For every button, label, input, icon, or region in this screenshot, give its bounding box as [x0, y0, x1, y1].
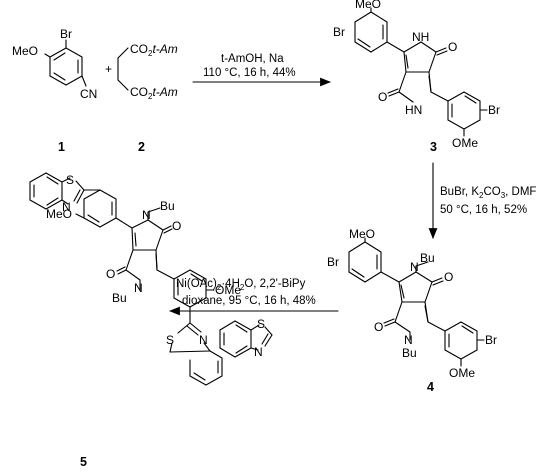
c4-o-top: O — [444, 270, 453, 284]
c5-n-top: N — [62, 200, 71, 214]
c2-label: 2 — [138, 140, 145, 154]
c3-br-top: Br — [333, 25, 345, 39]
step2-cond-line1: BuBr, K2CO3, DMF — [440, 186, 536, 200]
c3-br-bottom: Br — [488, 103, 500, 117]
step1-cond-line2: 110 °C, 16 h, 44% — [203, 67, 296, 79]
reagent-n: N — [254, 345, 263, 359]
plus-sign: + — [105, 62, 112, 76]
c5-meo: MeO — [46, 207, 72, 221]
c4-br-bottom: Br — [485, 333, 497, 347]
c3-label: 3 — [430, 140, 437, 154]
c5-o-left: O — [106, 267, 115, 281]
c5-s-bottom: S — [166, 333, 174, 347]
c4-bu-top: Bu — [420, 251, 435, 265]
c4-bu-bottom: Bu — [402, 346, 417, 360]
c5-bu-lower: Bu — [112, 291, 127, 305]
c5-n-bottom: N — [199, 333, 208, 347]
c3-o-bottom: O — [378, 90, 387, 104]
c3-nh-top: NH — [412, 30, 429, 44]
c5-o-right: O — [172, 219, 181, 233]
c1-cn: CN — [80, 87, 97, 101]
compound-3: MeO Br NH O O HN Br OMe 3 — [333, 0, 500, 154]
c4-label: 4 — [427, 380, 434, 394]
c3-ome: OMe — [452, 136, 478, 150]
c5-s-top: S — [66, 173, 74, 187]
reagent-s: S — [257, 317, 265, 331]
c1-label: 1 — [58, 140, 65, 154]
c3-meo: MeO — [355, 0, 381, 11]
compound-1: Br MeO CN 1 — [12, 27, 97, 154]
compound-4: MeO Br N Bu O O N Bu Br OMe 4 — [327, 227, 497, 394]
step3-cond-line2: dioxane, 95 °C, 16 h, 48% — [182, 295, 316, 307]
compound-2: CO2t-Am CO2t-Am 2 — [117, 42, 178, 154]
c4-n-bottom: N — [404, 333, 413, 347]
c5-bu-upper: Bu — [160, 199, 175, 213]
c5-n-upper: N — [142, 208, 151, 222]
c4-n-top: N — [410, 260, 419, 274]
c1-meo: MeO — [12, 44, 38, 58]
step2-cond-line2: 50 °C, 16 h, 52% — [440, 204, 527, 216]
step1-cond-line1: t-AmOH, Na — [221, 53, 284, 65]
c5-n-lower: N — [134, 281, 143, 295]
reaction-arrow-step3: Ni(OAc)2·4H2O, 2,2'-BiPy dioxane, 95 °C,… — [168, 278, 339, 359]
reaction-arrow-step2: BuBr, K2CO3, DMF 50 °C, 16 h, 52% — [428, 162, 536, 240]
benzothiazole-reagent: S N — [219, 317, 273, 359]
c4-o-bottom: O — [374, 320, 383, 334]
c2-ester-top: CO2t-Am — [130, 42, 178, 58]
c5-label: 5 — [80, 455, 87, 469]
c4-br-top: Br — [327, 255, 339, 269]
c5-ome: OMe — [215, 283, 241, 297]
step3-cond-line1: Ni(OAc)2·4H2O, 2,2'-BiPy — [176, 278, 306, 292]
c2-ester-bottom: CO2t-Am — [130, 85, 178, 101]
c3-o-top: O — [448, 40, 457, 54]
c4-meo: MeO — [349, 227, 375, 241]
c3-hn-bottom: HN — [405, 103, 422, 117]
c1-br: Br — [60, 27, 72, 41]
reaction-arrow-step1: t-AmOH, Na 110 °C, 16 h, 44% — [192, 53, 332, 87]
c4-ome: OMe — [449, 366, 475, 380]
compound-5: S N MeO N Bu O O N Bu OMe N S 5 — [29, 172, 241, 469]
